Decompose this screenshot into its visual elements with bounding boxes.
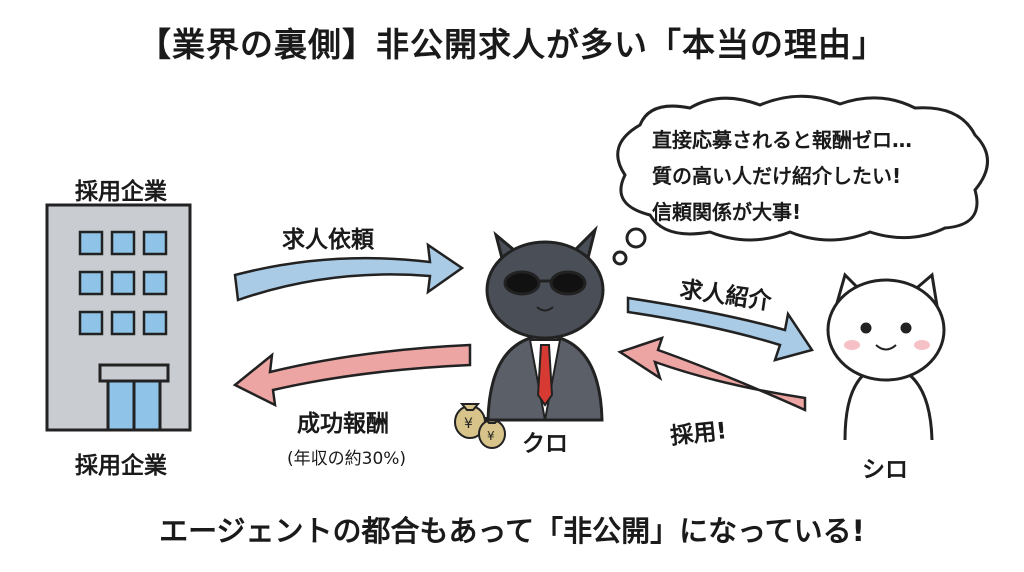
request-arrow: [233, 242, 465, 302]
footer-caption: エージェントの都合もあって「非公開」になっている!: [159, 514, 865, 548]
candidate-name: シロ: [862, 457, 908, 483]
hire-arrow: [617, 336, 807, 412]
fee-arrow: [232, 343, 472, 408]
thought-bubble: [612, 94, 989, 266]
building-icon: [45, 203, 192, 432]
white-cat-candidate: [826, 272, 946, 441]
hire-label: 採用!: [669, 418, 729, 450]
company-label-top: 採用企業: [75, 179, 167, 205]
thought-line-2: 質の高い人だけ紹介したい!: [652, 164, 902, 188]
company-label-bottom: 採用企業: [75, 453, 167, 479]
thought-line-1: 直接応募されると報酬ゼロ…: [652, 128, 912, 152]
request-label: 求人依頼: [282, 227, 374, 253]
black-cat-agent: [485, 225, 605, 422]
page-title: 【業界の裏側】非公開求人が多い「本当の理由」: [138, 25, 886, 64]
fee-note: (年収の約30%): [287, 449, 407, 469]
introduce-arrow: [626, 296, 815, 362]
svg-text:¥: ¥: [487, 429, 495, 443]
agent-name: クロ: [522, 431, 568, 457]
thought-line-3: 信頼関係が大事!: [652, 200, 802, 224]
svg-text:¥: ¥: [464, 416, 473, 432]
fee-label: 成功報酬: [297, 411, 389, 437]
